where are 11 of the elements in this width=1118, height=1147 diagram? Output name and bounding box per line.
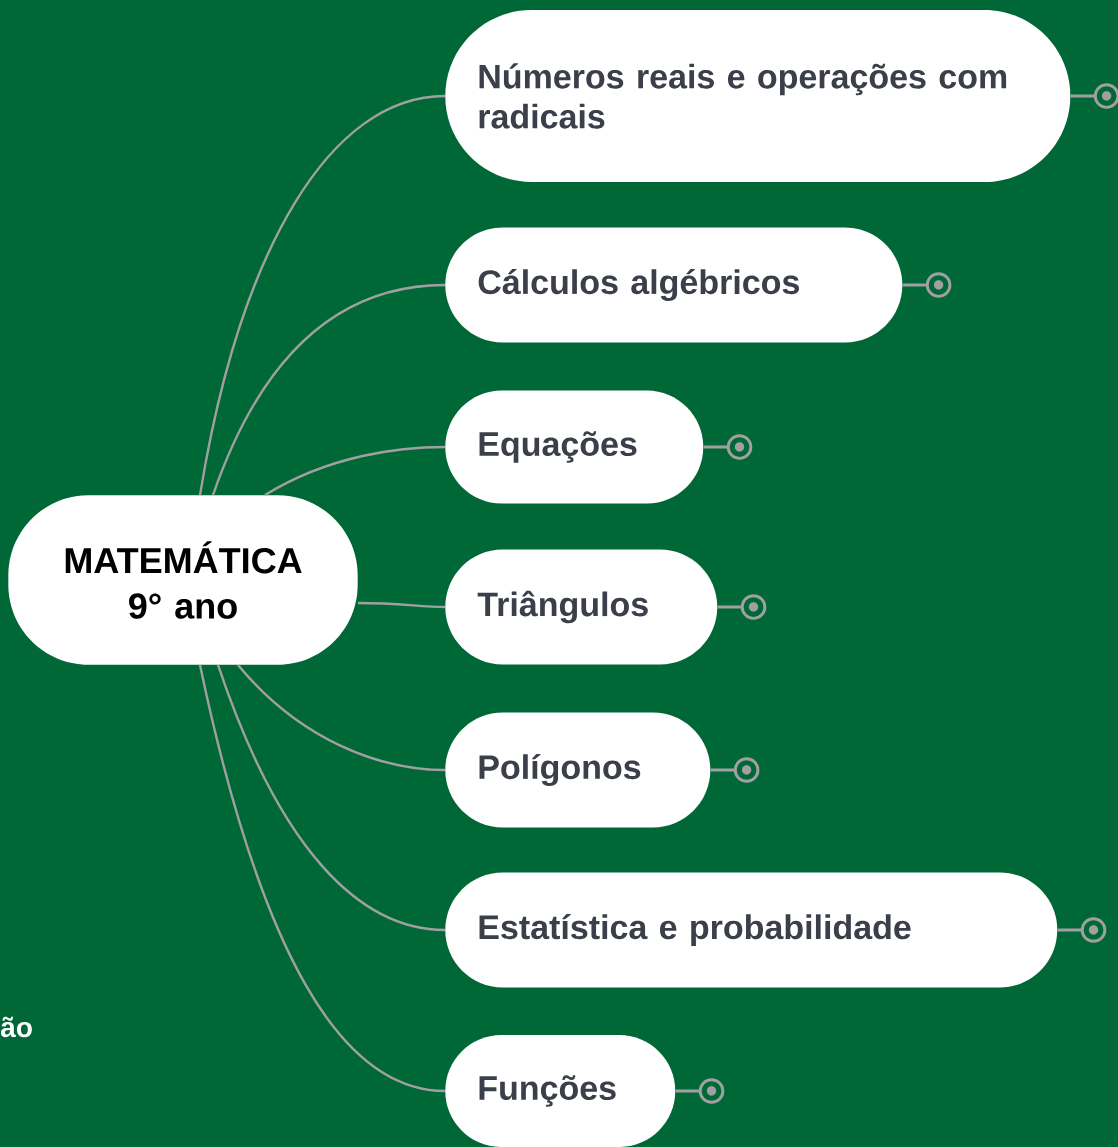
branch-line xyxy=(357,601,445,609)
branch-line xyxy=(198,94,446,496)
topic-bubble: Números reais e operações com radicais xyxy=(445,10,1071,182)
topic-bubble: Estatística e probabilidade xyxy=(445,872,1058,988)
branch-line xyxy=(211,283,446,496)
branch-line xyxy=(237,664,446,772)
branch-line xyxy=(264,445,445,497)
topic-bubble: Cálculos algébricos xyxy=(445,227,903,343)
cut-off-text: ão xyxy=(1,1016,32,1038)
branch-line xyxy=(198,664,446,1093)
branch-line xyxy=(216,664,446,932)
